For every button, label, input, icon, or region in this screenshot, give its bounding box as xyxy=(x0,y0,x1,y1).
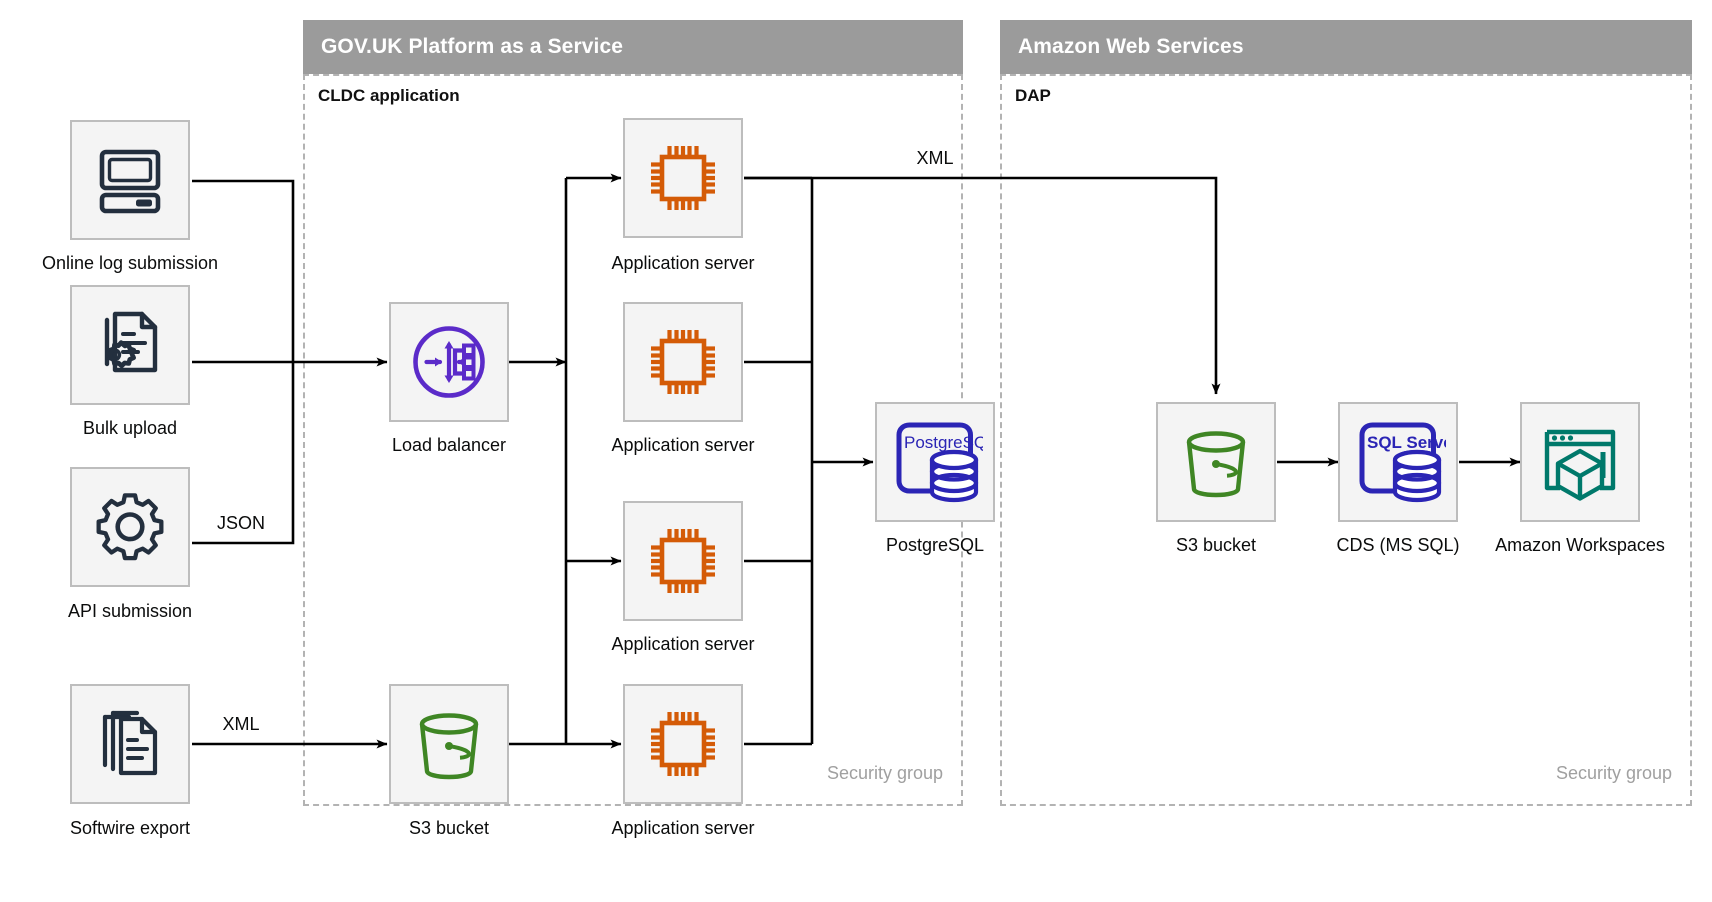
zone-header-paas: GOV.UK Platform as a Service xyxy=(303,20,963,74)
node-label-cds-ms-sql: CDS (MS SQL) xyxy=(1336,535,1460,555)
node-label-api-submission: API submission xyxy=(67,601,193,621)
sql-server-icon: SQL Server xyxy=(1359,422,1446,503)
s3-bucket-icon xyxy=(419,713,479,780)
document-stack-icon xyxy=(102,710,158,776)
cpu-chip-icon xyxy=(651,146,715,210)
node-label-softwire-export: Softwire export xyxy=(69,818,191,838)
node-app-server-2[interactable] xyxy=(623,302,743,422)
gear-icon xyxy=(96,493,164,561)
node-label-load-balancer: Load balancer xyxy=(391,435,507,455)
node-s3-bucket-aws[interactable] xyxy=(1156,402,1276,522)
node-softwire-export[interactable] xyxy=(70,684,190,804)
postgresql-icon: PostgreSQL xyxy=(896,422,983,503)
zone-header-aws-label: Amazon Web Services xyxy=(1018,35,1244,58)
edge-api-to-bus xyxy=(192,362,295,545)
edge-app1-xml-to-s3-aws xyxy=(744,176,1221,395)
zone-header-aws: Amazon Web Services xyxy=(1000,20,1692,74)
zone-sublabel-dap: DAP xyxy=(1015,86,1051,105)
node-label-app-server-4: Application server xyxy=(611,818,755,838)
zone-footer-aws: Security group xyxy=(1555,763,1672,783)
edge-label-xml-dap: XML xyxy=(916,148,954,168)
node-label-bulk-upload: Bulk upload xyxy=(82,418,178,438)
node-online-log-submission[interactable] xyxy=(70,120,190,240)
cpu-chip-icon xyxy=(651,712,715,776)
node-label-app-server-1: Application server xyxy=(611,253,755,273)
node-label-app-server-3: Application server xyxy=(611,634,755,654)
node-label-postgresql: PostgreSQL xyxy=(885,535,985,555)
node-label-s3-bucket-paas: S3 bucket xyxy=(408,818,490,838)
s3-bucket-icon xyxy=(1186,431,1246,498)
zone-body-aws xyxy=(1000,74,1692,806)
node-label-app-server-2: Application server xyxy=(611,435,755,455)
load-balancer-icon xyxy=(413,326,485,398)
node-api-submission[interactable] xyxy=(70,467,190,587)
amazon-workspaces-icon xyxy=(1544,429,1616,501)
document-gear-icon xyxy=(104,311,158,373)
node-postgresql[interactable]: PostgreSQL xyxy=(875,402,995,522)
node-amazon-workspaces[interactable] xyxy=(1520,402,1640,522)
node-bulk-upload[interactable] xyxy=(70,285,190,405)
zone-sublabel-cldc: CLDC application xyxy=(318,86,460,105)
node-app-server-1[interactable] xyxy=(623,118,743,238)
desktop-computer-icon xyxy=(99,149,161,214)
cpu-chip-icon xyxy=(651,330,715,394)
edge-label-json: JSON xyxy=(216,513,266,533)
node-app-server-3[interactable] xyxy=(623,501,743,621)
edge-online-log-to-bus xyxy=(192,179,295,362)
zone-header-paas-label: GOV.UK Platform as a Service xyxy=(321,35,623,58)
node-cds-ms-sql[interactable]: SQL Server xyxy=(1338,402,1458,522)
node-s3-bucket-paas[interactable] xyxy=(389,684,509,804)
node-label-s3-bucket-aws: S3 bucket xyxy=(1175,535,1257,555)
node-load-balancer[interactable] xyxy=(389,302,509,422)
node-app-server-4[interactable] xyxy=(623,684,743,804)
sql-server-icon-text: SQL Server xyxy=(1367,433,1446,452)
edge-label-xml-softwire: XML xyxy=(222,714,260,734)
node-label-online-log-submission: Online log submission xyxy=(41,253,219,273)
node-label-amazon-workspaces: Amazon Workspaces xyxy=(1495,535,1665,555)
cpu-chip-icon xyxy=(651,529,715,593)
zone-footer-paas: Security group xyxy=(826,763,943,783)
postgresql-icon-text: PostgreSQL xyxy=(904,433,983,452)
